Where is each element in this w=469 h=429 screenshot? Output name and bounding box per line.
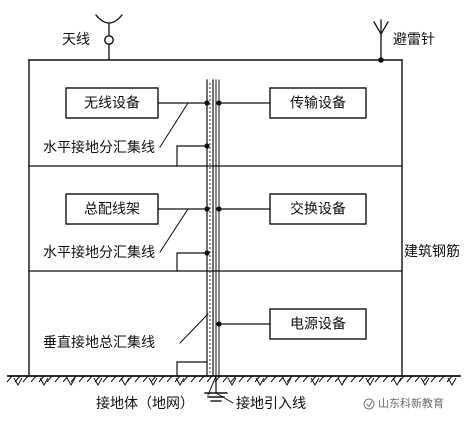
device-box-distribution-frame: 总配线架	[65, 193, 159, 225]
distribution-frame-label: 总配线架	[84, 202, 140, 218]
horizontal-bus-label-upper: 水平接地分汇集线	[43, 139, 155, 156]
lightning-rod-icon	[373, 19, 389, 63]
lightning-rod-label: 避雷针	[393, 32, 435, 48]
transmission-device-label: 传输设备	[290, 95, 346, 112]
horizontal-bus-label-lower: 水平接地分汇集线	[43, 244, 155, 261]
vertical-main-bus	[206, 79, 220, 377]
earth-symbol-icon	[204, 375, 228, 402]
power-device-label: 电源设备	[290, 316, 346, 333]
ground-plane	[6, 375, 461, 387]
device-box-transmission: 传输设备	[269, 87, 367, 119]
vertical-bus-label: 垂直接地总汇集线	[43, 334, 155, 351]
antenna-label: 天线	[62, 32, 90, 48]
device-box-power: 电源设备	[269, 308, 367, 340]
building-rebar-label: 建筑钢筋	[404, 243, 460, 260]
ground-body-label: 接地体（地网）	[96, 395, 194, 412]
horizontal-grounding-bars	[176, 143, 210, 377]
ground-lead-label: 接地引入线	[236, 395, 306, 412]
antenna-icon	[95, 14, 123, 61]
device-connectors	[157, 100, 271, 327]
switching-device-label: 交换设备	[290, 201, 346, 218]
watermark: 山东科新教育	[363, 396, 444, 410]
device-box-wireless: 无线设备	[65, 87, 159, 119]
device-box-switching: 交换设备	[269, 193, 367, 225]
wireless-device-label: 无线设备	[84, 95, 140, 112]
watermark-text: 山东科新教育	[378, 396, 444, 410]
label-leaders	[159, 102, 234, 404]
